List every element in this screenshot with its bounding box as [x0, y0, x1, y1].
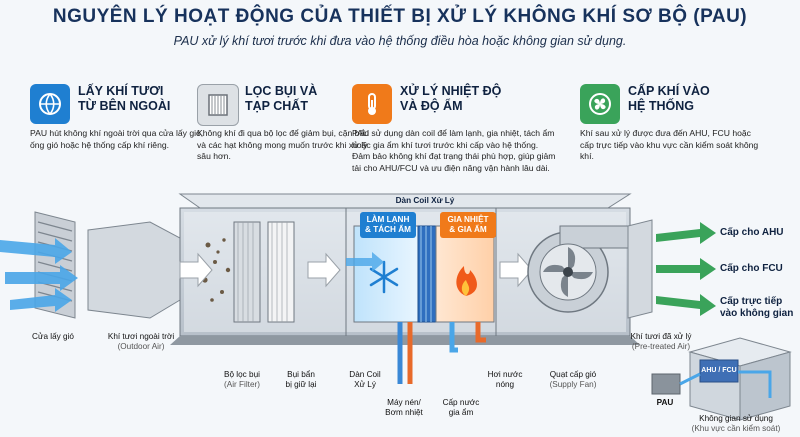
step-heading: XỬ LÝ NHIỆT ĐỘ: [400, 84, 502, 98]
snowflake-icon: [369, 260, 399, 294]
space-label-text: Không gian sử dụng: [699, 414, 773, 423]
heating-tag-line: & GIA ẨM: [449, 225, 487, 234]
steam-label-line: Hơi nước: [487, 370, 523, 379]
treated-air-label: Khí tươi đã xử lý(Pre-treated Air): [616, 332, 706, 352]
step-heading: CẤP KHÍ VÀO: [628, 84, 710, 98]
inlet-duct: [87, 221, 181, 319]
outdoor-air-label-text: Khí tươi ngoài trời: [107, 332, 175, 341]
humid-water-label-line: Cấp nước: [442, 398, 480, 407]
coil-section: [353, 225, 495, 323]
air-filter-icon: [197, 84, 239, 126]
pau-label: PAU: [656, 398, 674, 407]
page-subtitle: PAU xử lý khí tươi trước khi đưa vào hệ …: [173, 34, 627, 48]
supply-fan-label: Quạt cấp gió(Supply Fan): [538, 370, 608, 390]
ahu-fcu-label: AHU / FCU: [701, 367, 737, 374]
cooling-tag-line: LÀM LẠNH: [366, 215, 410, 224]
step-heading: TẠP CHẤT: [245, 99, 308, 113]
steam-label-line: nóng: [495, 380, 515, 389]
outlet-duct: [627, 219, 653, 319]
coil-pipes: [397, 322, 486, 384]
output-ahu-label: Cấp cho AHU: [720, 227, 784, 238]
fan-icon: [580, 84, 620, 124]
air-filter-panels: [202, 221, 295, 323]
air-filter-label: Bộ lọc bụi(Air Filter): [212, 370, 272, 390]
coil-label-line: Dàn Coil: [349, 370, 381, 379]
cooling-tag: LÀM LẠNH& TÁCH ẨM: [360, 212, 416, 238]
air-filter-label-sub: (Air Filter): [224, 380, 260, 389]
outdoor-air-label: Khí tươi ngoài trời(Outdoor Air): [96, 332, 186, 352]
step-description: Không khí đi qua bộ lọc để giảm bụi, cặn…: [197, 128, 369, 161]
treated-air-label-text: Khí tươi đã xử lý: [630, 332, 692, 341]
outdoor-air-label-sub: (Outdoor Air): [117, 342, 165, 351]
step-heading: LỌC BỤI VÀ: [245, 84, 318, 98]
internal-airflow-arrows: [179, 252, 533, 288]
space-label-sub: (Khu vực cần kiểm soát): [691, 424, 781, 433]
system-illustration: [651, 337, 792, 421]
compressor-label-line: Máy nén/: [387, 398, 421, 407]
dust-label-line: bị giữ lại: [285, 380, 317, 389]
cooling-tag-line: & TÁCH ẨM: [365, 225, 411, 234]
treated-air-label-sub: (Pre-treated Air): [631, 342, 691, 351]
intake-label: Cửa lấy gió: [32, 332, 74, 341]
humid-water-label-line: gia ẩm: [448, 408, 474, 417]
cold-airflow: [346, 252, 384, 272]
output-fcu-label: Cấp cho FCU: [720, 263, 783, 274]
step-description: Khí sau xử lý được đưa đến AHU, FCU hoặc…: [580, 128, 759, 161]
dust-label-line: Bụi bẩn: [287, 370, 315, 379]
globe-icon: [30, 84, 70, 124]
step-heading: VÀ ĐỘ ẨM: [400, 99, 463, 113]
compressor-label-line: Bơm nhiệt: [385, 408, 423, 417]
coil-header-label: Dàn Coil Xử Lý: [395, 196, 455, 205]
step-description: PAU sử dụng dàn coil để làm lạnh, gia nh…: [352, 128, 556, 173]
supply-output-arrows: [656, 222, 716, 316]
step-heading: TỪ BÊN NGOÀI: [78, 99, 171, 113]
output-direct-line: Cấp trực tiếp: [720, 296, 783, 307]
heating-tag-line: GIA NHIỆT: [447, 215, 489, 224]
outdoor-airflow-arrows: [0, 238, 78, 312]
step-heading: LẤY KHÍ TƯƠI: [78, 84, 164, 98]
supply-fan: [527, 225, 629, 313]
air-filter-label-text: Bộ lọc bụi: [224, 370, 260, 379]
step-heading: HỆ THỐNG: [628, 99, 694, 113]
compressor-label: Máy nén/Bơm nhiệt: [376, 398, 432, 418]
output-direct-line: vào không gian: [720, 308, 794, 319]
supply-fan-label-text: Quạt cấp gió: [549, 370, 597, 379]
thermometer-icon: [352, 84, 392, 124]
space-label: Không gian sử dụng(Khu vực cần kiểm soát…: [676, 414, 796, 434]
supply-fan-label-sub: (Supply Fan): [549, 380, 597, 389]
flame-icon: [456, 266, 477, 296]
step-description: PAU hút không khí ngoài trời qua cửa lấy…: [30, 128, 204, 150]
page-title: NGUYÊN LÝ HOẠT ĐỘNG CỦA THIẾT BỊ XỬ LÝ K…: [52, 6, 748, 27]
heating-tag: GIA NHIỆT& GIA ẨM: [440, 212, 496, 238]
coil-label-line: Xử Lý: [354, 380, 376, 389]
